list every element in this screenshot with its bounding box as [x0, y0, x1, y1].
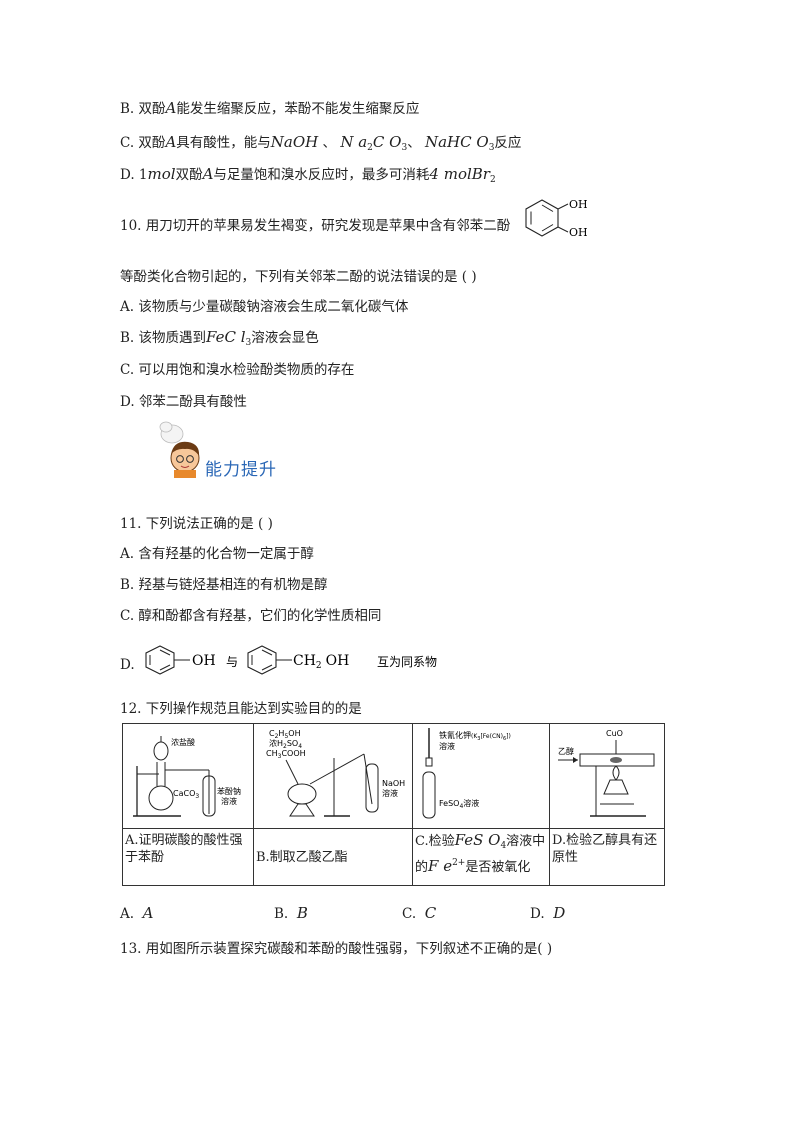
label-acetic-sub: 3: [278, 753, 282, 760]
q12-answer-d: D. D: [530, 904, 566, 922]
caption-b: B.制取乙酸乙酯: [253, 828, 413, 886]
with-text: 与: [226, 655, 238, 669]
label-h2so4-sub2: 4: [298, 743, 302, 750]
label-ethanol-d: 乙醇: [558, 746, 574, 756]
label-feso4-solution: 溶液: [463, 798, 479, 808]
label-ferricyanide: 铁氰化钾: [439, 730, 471, 740]
svg-text:FeSO4溶液: FeSO4溶液: [439, 798, 479, 810]
label-conc-hcl: 浓盐酸: [171, 737, 195, 747]
label-solution-a: 溶液: [221, 796, 237, 806]
q12-answer-c: C. C: [402, 904, 437, 922]
label-ethanol-h: H: [278, 729, 284, 738]
label-solution-c: 溶液: [439, 741, 455, 751]
catechol-structure: OH OH: [525, 198, 588, 239]
q12-answer-a: A. A: [120, 904, 154, 922]
label-ethanol-sub1: 2: [275, 733, 279, 740]
q12-stem: 12. 下列操作规范且能达到实验目的的是: [120, 701, 362, 717]
label-acetic-cooh: COOH: [281, 749, 305, 758]
label-cuo: CuO: [606, 729, 623, 738]
apparatus-c: 铁氰化钾(K3[Fe(CN)6]) 溶液 FeSO4溶液: [412, 723, 550, 829]
q9-option-d: D. 1mol双酚A与足量饱和溴水反应时，最多可消耗4 molBr2: [120, 165, 496, 185]
phenol-benzyl-alcohol-structures: OH 与 CH2 OH 互为同系物: [145, 645, 437, 675]
q10-option-d: D. 邻苯二酚具有酸性: [120, 394, 247, 410]
q10-stem-line2: 等酚类化合物引起的，下列有关邻苯二酚的说法错误的是 ( ): [120, 269, 477, 285]
apparatus-a: 浓盐酸 CaCO3 苯酚钠 溶液: [122, 723, 254, 829]
ch2-sub: 2: [316, 661, 322, 671]
label-ferricyanide-sub2: 6: [503, 736, 506, 742]
svg-text:铁氰化钾(K3[Fe(CN)6]): 铁氰化钾(K3[Fe(CN)6]): [439, 730, 511, 742]
svg-text:CH3COOH: CH3COOH: [266, 749, 306, 760]
label-ethanol: C: [269, 729, 275, 738]
svg-text:浓H2SO4: 浓H2SO4: [269, 739, 302, 750]
q12-answer-options: A. A B. B C. C D. D: [120, 904, 680, 924]
benzyl-oh: OH: [326, 653, 350, 669]
svg-text:CaCO3: CaCO3: [173, 789, 199, 800]
label-caco3: CaCO: [173, 789, 195, 798]
oh-label-1: OH: [569, 198, 588, 211]
q9-option-c: C. 双酚A具有酸性，能与NaOH 、 N a2C O3、 NaHC O3反应: [120, 133, 522, 153]
label-solution-b: 溶液: [382, 788, 398, 798]
banner-title: 能力提升: [205, 460, 277, 480]
label-feso4-sub: 4: [459, 803, 463, 810]
label-ethanol-sub2: 5: [284, 733, 288, 740]
thinking-boy-icon: [159, 421, 200, 478]
label-caco3-sub: 3: [195, 793, 199, 800]
label-ferricyanide-open: (K: [471, 733, 478, 740]
label-ferricyanide-sub1: 3: [477, 736, 480, 742]
homolog-text: 互为同系物: [377, 655, 437, 669]
q10-option-c: C. 可以用饱和溴水检验酚类物质的存在: [120, 362, 355, 378]
q11-option-c: C. 醇和酚都含有羟基，它们的化学性质相同: [120, 608, 382, 624]
q10-option-b: B. 该物质遇到FeC l3溶液会显色: [120, 328, 319, 348]
oh-label-2: OH: [569, 226, 588, 239]
ch2-text: CH: [293, 653, 316, 669]
svg-text:C2H5OH: C2H5OH: [269, 729, 301, 740]
q11-stem: 11. 下列说法正确的是 ( ): [120, 516, 273, 532]
q11-option-d-label: D.: [120, 657, 135, 673]
apparatus-d: CuO 乙醇: [549, 723, 665, 829]
label-ferricyanide-mid: [Fe(CN): [480, 733, 503, 740]
label-naoh: NaOH: [382, 779, 405, 788]
label-h2so4-so: SO: [287, 739, 298, 748]
label-h2so4: 浓H: [269, 739, 283, 748]
caption-d: D.检验乙醇具有还原性: [549, 828, 665, 886]
q10-option-a: A. 该物质与少量碳酸钠溶液会生成二氧化碳气体: [120, 299, 409, 315]
q13-stem: 13. 用如图所示装置探究碳酸和苯酚的酸性强弱，下列叙述不正确的是( ): [120, 941, 553, 957]
label-sodium-phenoxide: 苯酚钠: [217, 786, 241, 796]
label-ethanol-oh: OH: [288, 729, 300, 738]
apparatus-b: C2H5OH 浓H2SO4 CH3COOH NaOH 溶液: [253, 723, 413, 829]
q10-stem-line1: 10. 用刀切开的苹果易发生褐变，研究发现是苹果中含有邻苯二酚: [120, 218, 511, 234]
label-h2so4-sub1: 2: [283, 743, 287, 750]
label-ferricyanide-close: ]): [506, 733, 511, 740]
caption-c: C.检验FeS O4溶液中的F e2+是否被氧化: [412, 828, 550, 886]
label-acetic: CH: [266, 749, 278, 758]
q12-answer-b: B. B: [274, 904, 308, 922]
q9-option-b: B. 双酚A能发生缩聚反应，苯酚不能发生缩聚反应: [120, 99, 420, 117]
q11-option-b: B. 羟基与链烃基相连的有机物是醇: [120, 577, 328, 593]
label-feso4: FeSO: [439, 799, 459, 808]
q11-option-a: A. 含有羟基的化合物一定属于醇: [120, 546, 314, 562]
experiment-table: 浓盐酸 CaCO3 苯酚钠 溶液 C2H5OH 浓H2SO4 CH3COOH N…: [122, 723, 665, 886]
caption-a: A.证明碳酸的酸性强于苯酚: [122, 828, 254, 886]
phenol-oh: OH: [192, 653, 216, 669]
